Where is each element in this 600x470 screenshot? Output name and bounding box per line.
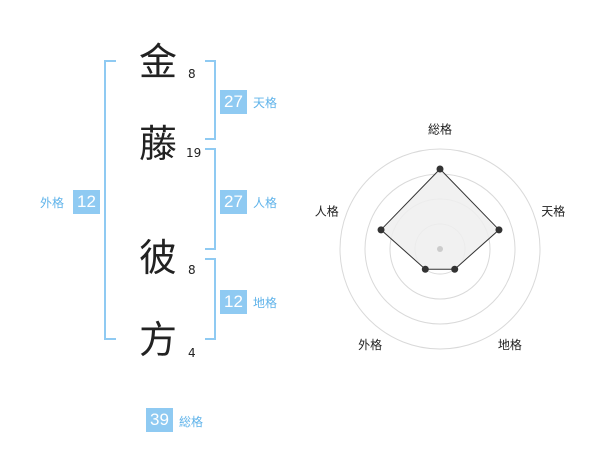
name-char-1: 金 — [138, 40, 177, 84]
jinkaku-bracket — [205, 148, 216, 250]
name-char-3: 彼 — [138, 236, 177, 280]
gaikaku-label: 外格 — [40, 196, 65, 210]
jinkaku-score-badge: 27 — [220, 190, 247, 214]
stroke-count-4: 4 — [188, 346, 196, 360]
tenkaku-label: 天格 — [253, 96, 278, 110]
radar-point-3 — [451, 265, 459, 273]
radar-point-1 — [436, 165, 444, 173]
chikaku-score-badge: 12 — [220, 290, 247, 314]
stroke-count-3: 8 — [188, 263, 196, 277]
name-char-4: 方 — [138, 318, 177, 362]
radar-point-2 — [495, 226, 503, 234]
tenkaku-score-badge: 27 — [220, 90, 247, 114]
name-char-2: 藤 — [138, 122, 177, 166]
radar-axis-label: 総格 — [428, 122, 452, 137]
stroke-count-1: 8 — [188, 67, 196, 81]
gaikaku-bracket — [104, 60, 116, 340]
radar-point-5 — [377, 226, 385, 234]
soukaku-score-badge: 39 — [146, 408, 173, 432]
chikaku-label: 地格 — [253, 296, 278, 310]
radar-center-dot — [437, 246, 443, 252]
jinkaku-label: 人格 — [253, 196, 278, 210]
soukaku-label: 総格 — [179, 415, 204, 429]
radar-points — [377, 165, 503, 273]
radar-axis-label: 天格 — [541, 204, 565, 219]
stroke-count-2: 19 — [186, 146, 202, 160]
radar-axis-label: 外格 — [358, 337, 382, 352]
radar-ring — [339, 148, 541, 350]
gaikaku-score-badge: 12 — [73, 190, 100, 214]
radar-axis-label: 人格 — [315, 204, 339, 219]
radar-area — [380, 168, 500, 270]
tenkaku-bracket — [205, 60, 216, 140]
radar-point-4 — [421, 265, 429, 273]
chikaku-bracket — [205, 258, 216, 340]
radar-axis-label: 地格 — [498, 337, 522, 352]
